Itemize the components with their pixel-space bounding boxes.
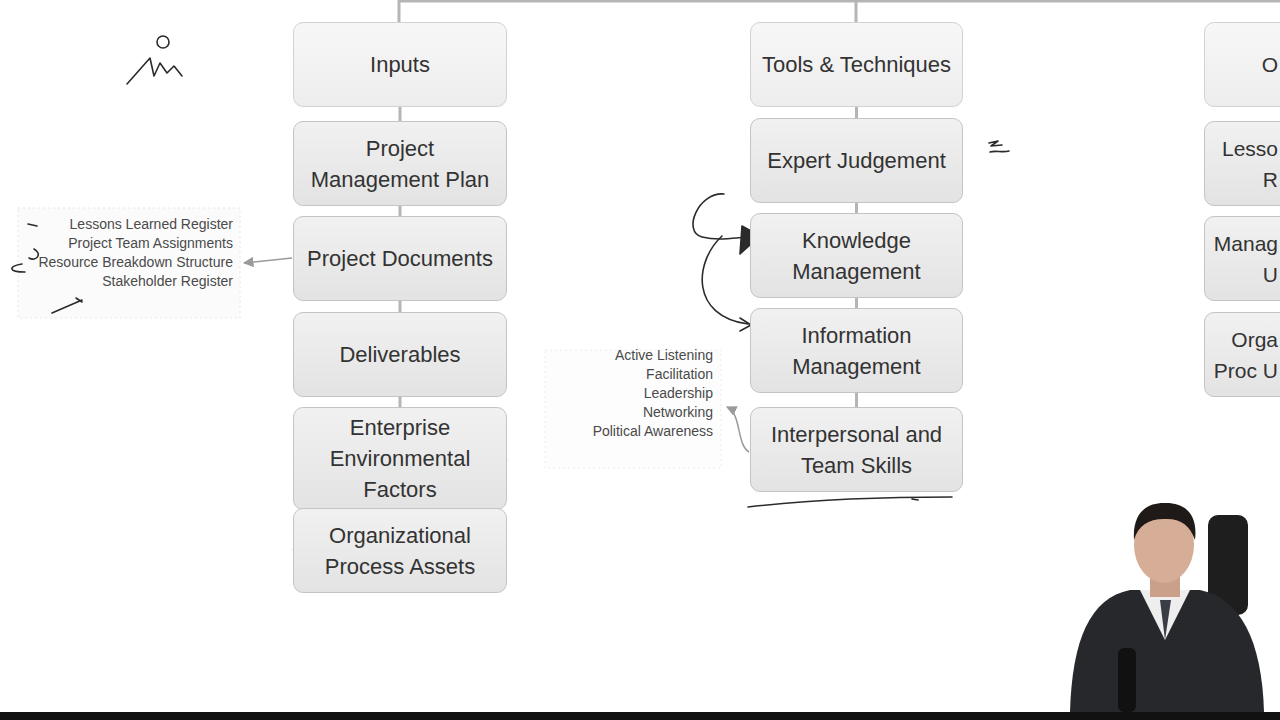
box-text: Lesso R — [1205, 133, 1278, 195]
box-text: Organizational Process Assets — [294, 520, 506, 582]
process-box: Orga Proc U — [1204, 312, 1280, 397]
connector — [855, 107, 858, 118]
box-text: Enterprise Environmental Factors — [294, 412, 506, 505]
process-box: Expert Judgement — [750, 118, 963, 203]
callout-item: Project Team Assignments — [20, 234, 233, 253]
bottom-bar — [0, 712, 1280, 720]
box-text: Tools & Techniques — [752, 49, 961, 80]
process-box: Organizational Process Assets — [293, 508, 507, 593]
box-text: Orga Proc U — [1205, 324, 1278, 386]
callout-item: Facilitation — [500, 365, 713, 384]
callout-item: Leadership — [500, 384, 713, 403]
connector — [399, 301, 402, 312]
box-text: Deliverables — [329, 339, 470, 370]
connector — [399, 107, 402, 121]
connector — [399, 206, 402, 216]
callout-item: Stakeholder Register — [20, 272, 233, 291]
callout-panel — [18, 208, 240, 318]
process-box: Information Management — [750, 308, 963, 393]
column-header: Inputs — [293, 22, 507, 107]
box-text: Project Documents — [297, 243, 503, 274]
process-box: Project Management Plan — [293, 121, 507, 206]
process-box: Lesso R — [1204, 121, 1280, 206]
process-box: Project Documents — [293, 216, 507, 301]
box-text: Manag U — [1205, 228, 1278, 290]
leader-line — [727, 407, 749, 452]
callout-item: Lessons Learned Register — [20, 215, 233, 234]
column-header: O — [1204, 22, 1280, 107]
callout-item: Active Listening — [500, 346, 713, 365]
callout-item: Networking — [500, 403, 713, 422]
callout-item: Resource Breakdown Structure — [20, 253, 233, 272]
box-text: Expert Judgement — [757, 145, 956, 176]
callout-item: Political Awareness — [500, 422, 713, 441]
box-text: O — [1205, 49, 1278, 80]
process-box: Manag U — [1204, 216, 1280, 301]
box-text: Interpersonal and Team Skills — [751, 419, 962, 481]
leader-line — [244, 258, 292, 263]
connector — [855, 203, 858, 213]
connector — [855, 298, 858, 308]
process-box: Interpersonal and Team Skills — [750, 407, 963, 492]
connector — [399, 397, 402, 407]
top-bar — [399, 0, 1280, 22]
box-text: Knowledge Management — [751, 225, 962, 287]
process-box: Enterprise Environmental Factors — [293, 407, 507, 510]
box-text: Information Management — [751, 320, 962, 382]
box-text: Inputs — [360, 49, 440, 80]
connector — [855, 393, 858, 407]
process-box: Deliverables — [293, 312, 507, 397]
process-box: Knowledge Management — [750, 213, 963, 298]
presenter-figure — [1070, 503, 1264, 712]
box-text: Project Management Plan — [294, 133, 506, 195]
column-header: Tools & Techniques — [750, 22, 963, 107]
